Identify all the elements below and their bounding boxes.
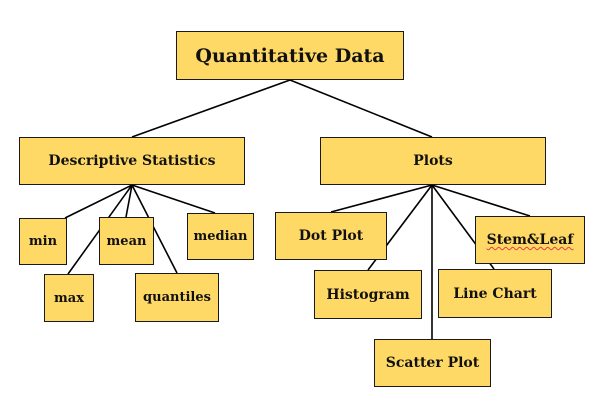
node-descriptive-statistics: Descriptive Statistics [19, 137, 245, 185]
edge-plots-dotplot [330, 184, 433, 213]
edge-descriptive-mean [125, 184, 133, 218]
node-min: min [19, 218, 67, 265]
node-label: Line Chart [453, 285, 537, 302]
node-label: max [54, 290, 84, 306]
node-mean: mean [99, 217, 154, 265]
node-label: min [28, 234, 58, 249]
node-label: Histogram [326, 286, 410, 303]
edge-plots-stemleaf [431, 184, 531, 217]
edge-root-descriptive [131, 79, 291, 138]
node-label: Stem&Leaf [486, 232, 574, 248]
node-label: Plots [413, 153, 453, 169]
edge-descriptive-min [64, 184, 133, 219]
node-stem-leaf: Stem&Leaf [475, 216, 585, 264]
node-quantitative-data: Quantitative Data [176, 31, 404, 80]
node-label: Quantitative Data [195, 44, 385, 67]
node-plots: Plots [320, 137, 546, 185]
node-dot-plot: Dot Plot [275, 212, 387, 260]
node-max: max [44, 274, 94, 322]
node-label: Descriptive Statistics [48, 153, 216, 169]
node-label: mean [106, 233, 147, 249]
edge-descriptive-quantiles [131, 184, 178, 274]
node-label: median [193, 229, 248, 244]
edge-descriptive-median [131, 184, 216, 214]
node-histogram: Histogram [314, 270, 422, 319]
node-line-chart: Line Chart [438, 269, 552, 318]
node-quantiles: quantiles [135, 273, 219, 322]
node-label: Scatter Plot [385, 355, 480, 371]
node-median: median [187, 213, 254, 260]
node-scatter-plot: Scatter Plot [374, 339, 491, 387]
edge-root-plots [289, 79, 433, 138]
node-label: quantiles [143, 290, 211, 305]
node-label: Dot Plot [298, 228, 364, 244]
